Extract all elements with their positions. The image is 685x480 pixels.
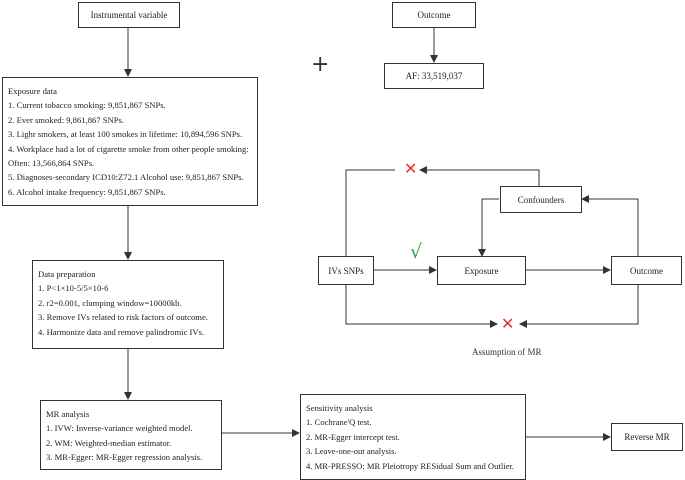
exposure-data-line: 6. Alcohol intake frequency: 9,851,867 S… [8, 186, 166, 197]
mr-analysis-line: 3. MR-Egger: MR-Egger regression analysi… [46, 452, 203, 463]
reverse-mr-box: Reverse MR [611, 423, 683, 451]
arrow-confounders-to-cross-top [429, 169, 540, 186]
arrow-confounders-to-exposure [478, 198, 499, 257]
arrow-ivs-to-cross-bottom [345, 285, 498, 328]
outcome-header-label: Outcome [417, 10, 451, 20]
exposure-data-line: 2. Ever smoked: 9,861,867 SNPs. [8, 114, 125, 125]
assumption-caption: Assumption of MR [472, 347, 542, 357]
exposure-data-line: 4. Workplace had a lot of cigarette smok… [8, 143, 249, 154]
af-label: AF: 33,519,037 [405, 71, 463, 81]
af-box: AF: 33,519,037 [384, 63, 484, 89]
sensitivity-analysis-box: Sensitivity analysis 1. Cochrane'Q test.… [300, 394, 526, 480]
sensitivity-analysis-line: 1. Cochrane'Q test. [306, 417, 372, 428]
ivs-snps-box: IVs SNPs [318, 256, 374, 285]
data-preparation-line: 4. Harmonize data and remove palindromic… [38, 326, 205, 337]
data-preparation-box: Data preparation 1. P<1×10-5/5×10-6 2. r… [32, 260, 224, 349]
outcome-header-box: Outcome [392, 2, 476, 28]
arrow-outcome-to-confounders [581, 195, 639, 256]
mr-analysis-title: MR analysis [46, 409, 90, 419]
plus-sign: + [311, 52, 330, 77]
exposure-data-line: Often: 13,566,864 SNPs. [8, 158, 95, 169]
ivs-snps-label: IVs SNPs [328, 265, 364, 276]
confounders-label: Confounders [517, 194, 565, 205]
check-icon: √ [410, 241, 423, 263]
reverse-mr-label: Reverse MR [624, 432, 670, 442]
cross-bottom-icon: ✕ [501, 314, 515, 333]
sensitivity-analysis-line: 3. Leave-one-out analysis. [306, 446, 397, 457]
exposure-data-box: Exposure data 1. Current tobacco smoking… [2, 77, 258, 206]
instrumental-variable-label: Instrumental variable [90, 10, 168, 20]
exposure-data-line: 3. Lighr smokers, at least 100 smokes in… [8, 129, 243, 140]
arrow-ivs-to-cross-top [345, 169, 395, 256]
mr-analysis-line: 2. WM: Weighted-median estimator. [46, 437, 172, 448]
confounders-box: Confounders [500, 186, 582, 213]
data-preparation-line: 1. P<1×10-5/5×10-6 [38, 283, 109, 294]
mr-analysis-box: MR analysis 1. IVW: Inverse-variance wei… [40, 400, 222, 470]
exposure-data-line: 1. Current tobacco smoking: 9,851,867 SN… [8, 100, 166, 111]
data-preparation-line: 2. r2=0.001, clumping window=10000kb. [38, 297, 182, 308]
exposure-box: Exposure [437, 256, 526, 285]
data-preparation-line: 3. Remove IVs related to risk factors of… [38, 312, 208, 323]
exposure-data-line: 5. Diagnoses-secondary ICD10:Z72.1 Alcoh… [8, 172, 244, 183]
data-preparation-title: Data preparation [38, 269, 96, 279]
cross-top-icon: ✕ [404, 159, 418, 178]
outcome-box: Outcome [611, 256, 682, 285]
instrumental-variable-box: Instrumental variable [78, 2, 180, 28]
exposure-data-title: Exposure data [8, 86, 57, 96]
sensitivity-analysis-line: 2. MR-Egger intercept test. [306, 431, 400, 442]
mr-analysis-line: 1. IVW: Inverse-variance weighted model. [46, 423, 193, 434]
exposure-label: Exposure [464, 265, 499, 276]
outcome-label: Outcome [630, 265, 663, 276]
sensitivity-analysis-line: 4. MR-PRESSO: MR Pleiotropy RESidual Sum… [306, 460, 514, 471]
sensitivity-analysis-title: Sensitivity analysis [306, 403, 373, 413]
arrow-outcome-to-cross-bottom [519, 285, 639, 328]
